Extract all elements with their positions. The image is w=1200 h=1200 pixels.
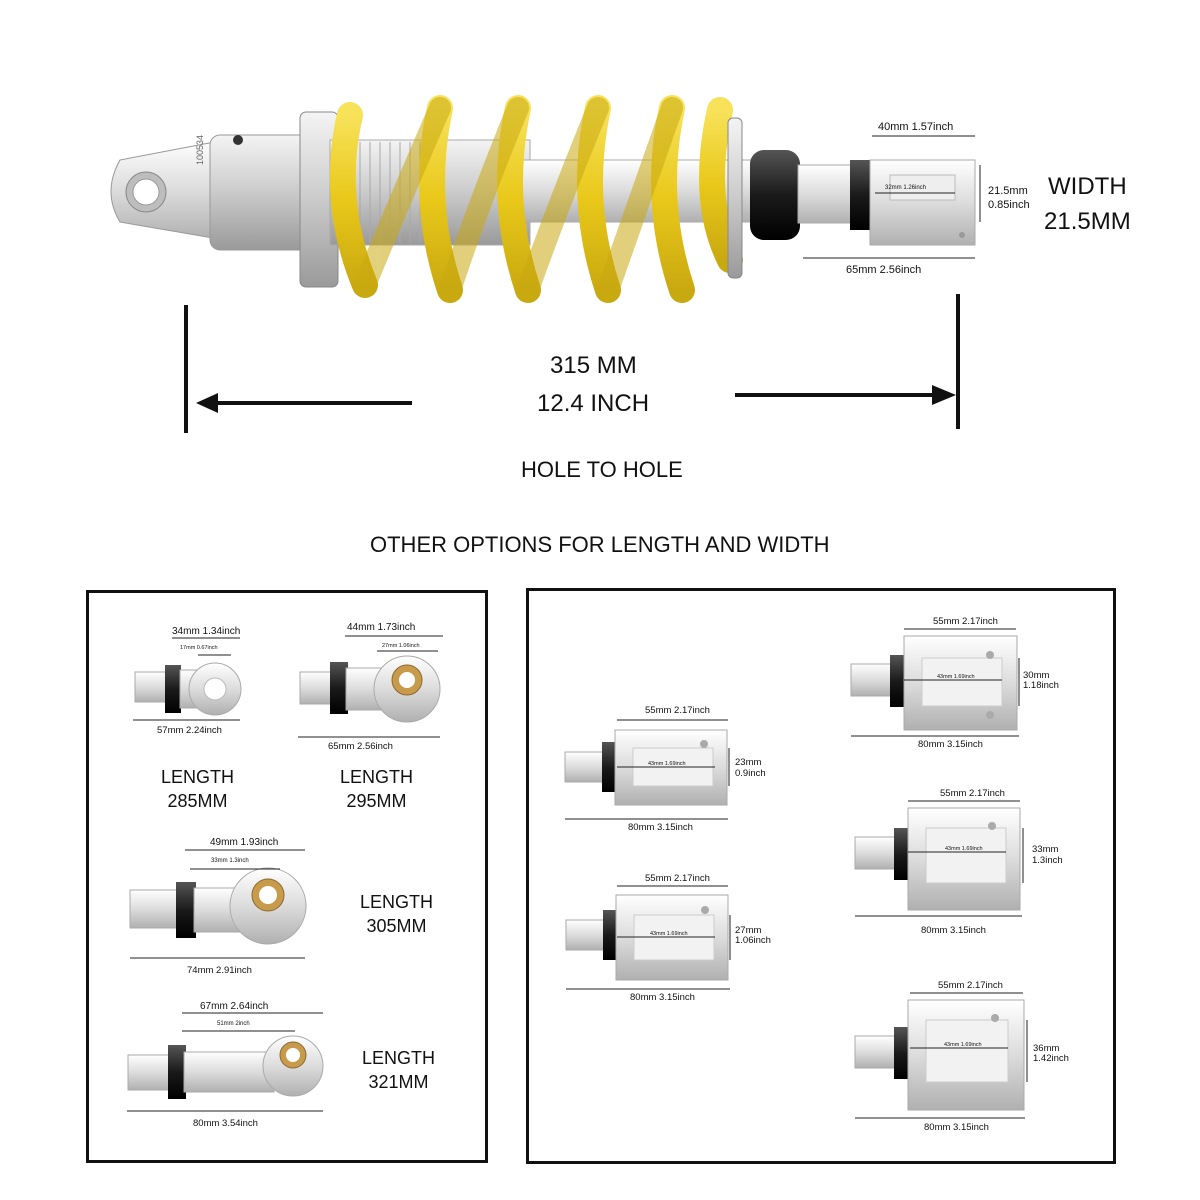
bolt-icon [233,135,243,145]
opt-321-bottom: 80mm 3.54inch [193,1118,258,1129]
fork-top-dim: 40mm 1.57inch [878,121,954,133]
clevis-23mm [564,719,730,820]
fork-33-side-mm: 33mm [1032,844,1059,855]
fork-width-mm: 21.5mm [988,185,1028,197]
opt-295-bottom: 65mm 2.56inch [328,741,393,752]
fork-36-side-in: 1.42inch [1033,1053,1069,1064]
opt-321-inner: 51mm 2inch [217,1021,250,1027]
opt-305-bottom: 74mm 2.91inch [187,965,252,976]
fork-33-inner: 43mm 1.69inch [945,846,983,852]
width-label: WIDTH [1048,173,1127,200]
eye-end-305 [129,849,307,959]
clevis-36mm [854,992,1028,1119]
fork-30-bottom: 80mm 3.15inch [918,739,983,750]
length-options-panel [86,590,488,1163]
fork-width-in: 0.85inch [988,199,1030,211]
fork-36-bottom: 80mm 3.15inch [924,1122,989,1133]
fork-23-side-in: 0.9inch [735,768,766,779]
fork-30-side-mm: 30mm [1023,670,1050,681]
fork-33-top: 55mm 2.17inch [940,788,1005,799]
fork-27-top: 55mm 2.17inch [645,873,710,884]
fork-23-top: 55mm 2.17inch [645,705,710,716]
fork-27-inner: 43mm 1.69inch [650,931,688,937]
eye-end-321 [127,1012,324,1112]
hex-nut [850,160,872,230]
options-heading: OTHER OPTIONS FOR LENGTH AND WIDTH [370,532,830,557]
opt-285-bottom: 57mm 2.24inch [157,725,222,736]
fork-27-side-mm: 27mm [735,925,762,936]
length-inch: 12.4 INCH [537,390,650,417]
clevis-30mm [850,628,1020,737]
opt-305-top: 49mm 1.93inch [210,837,279,848]
eye-end-285 [133,637,242,721]
clevis-33mm [854,800,1024,917]
fork-23-inner: 43mm 1.69inch [648,761,686,767]
fork-30-top: 55mm 2.17inch [933,616,998,627]
clevis-27mm [565,885,731,990]
hole-to-hole-markers [184,294,960,433]
fork-36-inner: 43mm 1.69inch [944,1042,982,1048]
fork-total-dim: 65mm 2.56inch [846,264,922,276]
opt-295-inner: 27mm 1.06inch [382,643,420,649]
width-value: 21.5MM [1044,208,1131,235]
fork-30-side-in: 1.18inch [1023,680,1059,691]
shock-eye-end [110,139,226,241]
fork-36-side-mm: 36mm [1033,1043,1060,1054]
opt-295-top: 44mm 1.73inch [347,622,416,633]
opt-285-inner: 17mm 0.67inch [180,645,218,651]
opt-305-inner: 33mm 1.3inch [211,858,249,864]
spring-plate [727,117,743,279]
fork-27-bottom: 80mm 3.15inch [630,992,695,1003]
fork-33-bottom: 80mm 3.15inch [921,925,986,936]
bump-stop [750,150,800,240]
fork-36-top: 55mm 2.17inch [938,980,1003,991]
main-dimension-lines [803,135,981,259]
eye-end-295 [298,635,443,738]
fork-inner-dim: 32mm 1.26inch [885,185,927,191]
opt-285-top: 34mm 1.34inch [172,626,241,637]
fork-27-side-in: 1.06inch [735,935,771,946]
fork-30-inner: 43mm 1.69inch [937,674,975,680]
opt-321-top: 67mm 2.64inch [200,1001,269,1012]
length-mm: 315 MM [550,352,637,379]
width-options-panel [526,588,1116,1164]
hole-to-hole-label: HOLE TO HOLE [521,457,683,482]
fork-33-side-in: 1.3inch [1032,855,1063,866]
fork-23-side-mm: 23mm [735,757,762,768]
fork-23-bottom: 80mm 3.15inch [628,822,693,833]
